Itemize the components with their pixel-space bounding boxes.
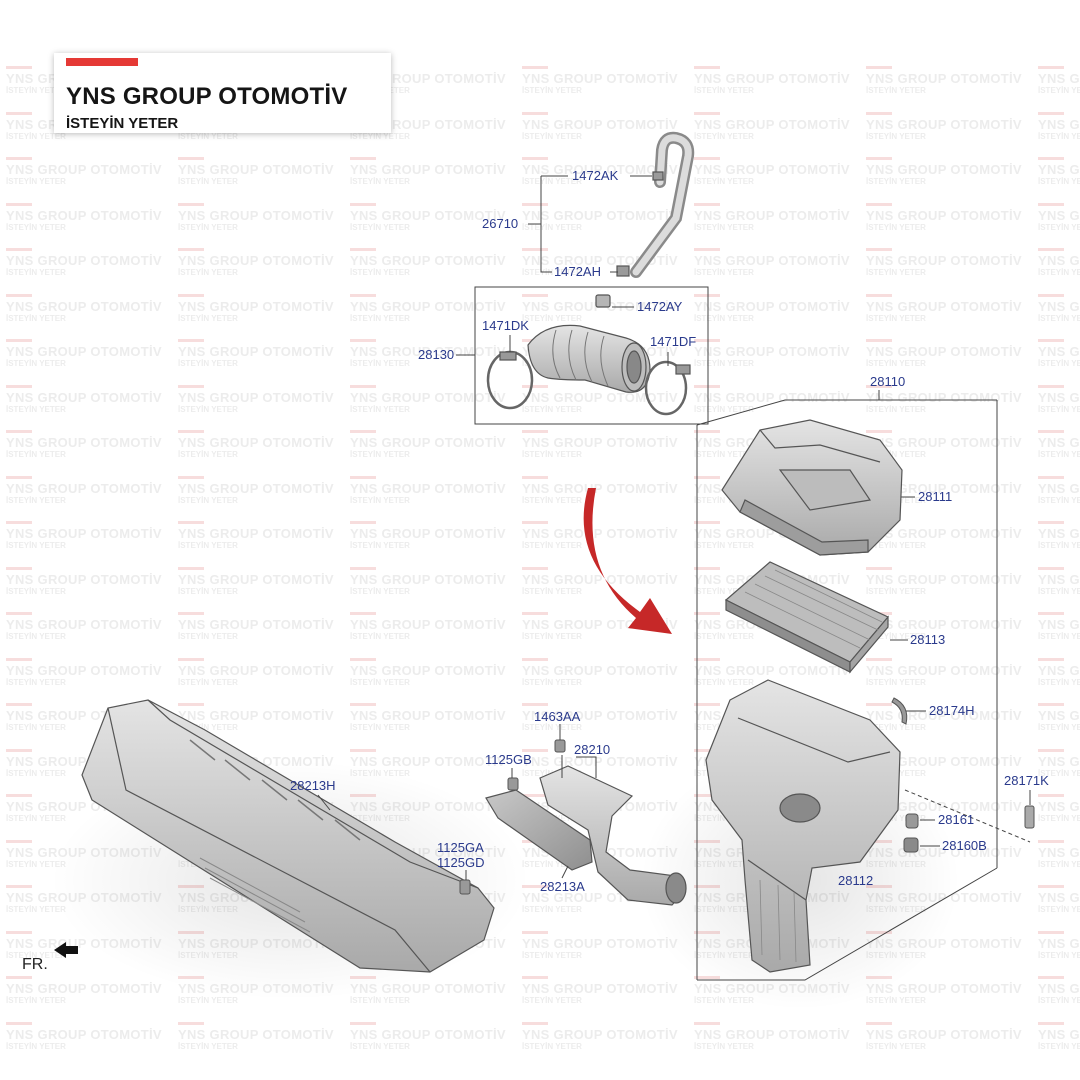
grommet-28161: [905, 813, 919, 829]
front-label: FR.: [22, 956, 48, 973]
intake-duct-28210: [539, 765, 687, 906]
brand-logo: YNS GROUP OTOMOTİV İSTEYİN YETER: [54, 53, 391, 133]
direction-arrow: [583, 488, 672, 634]
label-28213A: 28213A: [540, 879, 585, 894]
label-28130: 28130: [418, 347, 455, 362]
label-1471DK: 1471DK: [482, 318, 529, 333]
label-1463AA: 1463AA: [534, 709, 581, 724]
label-28112: 28112: [838, 873, 874, 888]
clamp-1472AK: [652, 171, 664, 181]
bolt-1463AA: [554, 739, 566, 753]
brand-subtitle: İSTEYİN YETER: [66, 115, 179, 132]
label-1471DF: 1471DF: [650, 334, 697, 349]
bolt-1125GA: [459, 879, 471, 895]
label-28174H: 28174H: [929, 703, 975, 718]
engine-cover-28213H: [81, 699, 495, 973]
label-28110: 28110: [870, 374, 906, 389]
bolt-1125GB: [507, 777, 519, 791]
air-cleaner-case-28112: [705, 679, 901, 973]
bolt-28171K: [1024, 805, 1035, 829]
label-26710: 26710: [482, 216, 519, 231]
label-1472AH: 1472AH: [554, 264, 601, 279]
leader-lines-upper: [456, 175, 709, 425]
label-28113: 28113: [910, 632, 946, 647]
leader-lines-lower: [317, 724, 597, 880]
brand-title: YNS GROUP OTOMOTİV: [66, 83, 348, 110]
label-28160B: 28160B: [942, 838, 987, 853]
air-cleaner-frame: [696, 390, 1031, 981]
band-clamp-1471DF: [644, 360, 688, 416]
label-1125GA: 1125GA: [437, 840, 484, 855]
brand-accent-bar: [66, 58, 138, 66]
label-28161: 28161: [938, 812, 975, 827]
label-28171K: 28171K: [1004, 773, 1049, 788]
label-1472AK: 1472AK: [572, 168, 619, 183]
air-filter-28113: [724, 561, 889, 674]
clip-28174H: [891, 697, 908, 725]
label-28210: 28210: [574, 742, 611, 757]
label-1125GD: 1125GD: [437, 855, 485, 870]
label-28111: 28111: [918, 489, 953, 504]
front-direction-icon: [54, 942, 78, 958]
label-1472AY: 1472AY: [637, 299, 683, 314]
mount-28160B: [903, 837, 919, 853]
clamp-1472AH: [616, 265, 630, 277]
air-cleaner-cover-28111: [721, 419, 903, 556]
label-1125GB: 1125GB: [485, 752, 532, 767]
clamp-1472AY: [595, 294, 611, 308]
label-28213H: 28213H: [290, 778, 336, 793]
